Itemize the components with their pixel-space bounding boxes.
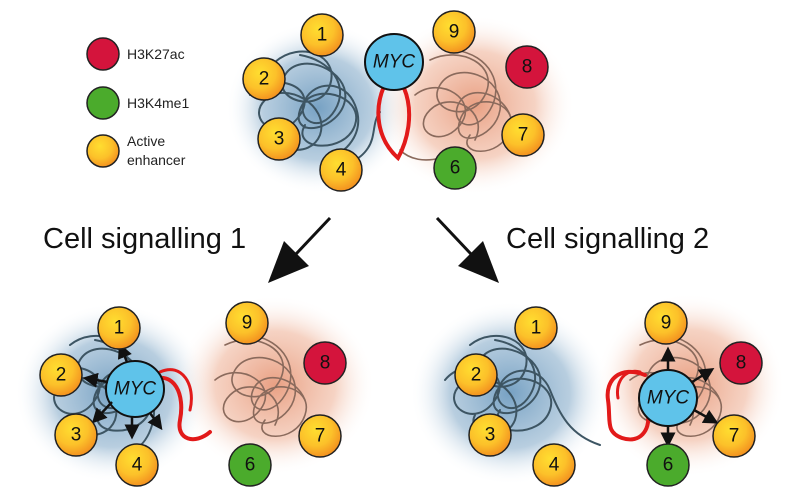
node-bl-3: 3	[54, 413, 98, 457]
myc-loop-bl	[148, 375, 212, 442]
legend: H3K27ac H3K4me1 Active enhancer	[86, 37, 189, 168]
legend-h3k4me1-dot	[86, 86, 120, 120]
node-br-9: 9	[644, 301, 688, 345]
svg-text:6: 6	[663, 455, 674, 476]
node-top-7: 7	[501, 113, 545, 157]
svg-text:4: 4	[336, 160, 347, 181]
myc-loop-top	[376, 80, 412, 162]
node-br-6: 6	[646, 443, 690, 487]
node-top-1: 1	[300, 13, 344, 57]
node-br-7: 7	[712, 414, 756, 458]
legend-h3k27ac-label: H3K27ac	[127, 46, 185, 62]
legend-active-label-line1: Active	[127, 133, 165, 149]
node-top-3: 3	[257, 117, 301, 161]
signal-label-2: Cell signalling 2	[506, 223, 709, 255]
tad-right-domain-bl	[175, 295, 375, 475]
legend-active-enhancer-dot	[86, 134, 120, 168]
svg-text:7: 7	[518, 125, 529, 146]
svg-text:2: 2	[471, 365, 482, 386]
svg-text:8: 8	[522, 57, 533, 78]
svg-text:4: 4	[132, 455, 143, 476]
myc-gene-top: MYC	[364, 33, 424, 91]
panel-top: MYC 1 2 3 4 9 8 7 6	[226, 10, 575, 195]
node-top-6: 6	[433, 146, 477, 190]
myc-label-bl: MYC	[114, 379, 157, 400]
svg-text:8: 8	[736, 353, 747, 374]
svg-text:3: 3	[71, 425, 82, 446]
myc-label-br: MYC	[647, 388, 690, 409]
node-bl-6: 6	[228, 443, 272, 487]
svg-text:1: 1	[531, 318, 542, 339]
svg-text:6: 6	[450, 158, 461, 179]
signal-label-1: Cell signalling 1	[43, 223, 246, 255]
contact-arrows-br	[660, 346, 719, 448]
node-bl-8: 8	[303, 341, 347, 385]
svg-text:4: 4	[549, 455, 560, 476]
node-top-2: 2	[242, 57, 286, 101]
myc-gene-bl: MYC	[105, 360, 165, 418]
node-br-2: 2	[454, 353, 498, 397]
panel-bottom-left: MYC 1 2 3 4 9 8 7 6	[15, 295, 375, 487]
chromatin-fiber-right-bl	[214, 334, 308, 437]
signal-arrow-2	[435, 216, 499, 283]
legend-active-label-line2: enhancer	[127, 152, 186, 168]
legend-h3k4me1-label: H3K4me1	[127, 95, 189, 111]
node-bl-4: 4	[115, 443, 159, 487]
signal-arrow-1	[268, 216, 332, 283]
svg-text:7: 7	[729, 426, 740, 447]
contact-arrows-bl	[82, 343, 163, 440]
svg-text:1: 1	[317, 25, 328, 46]
svg-text:8: 8	[320, 353, 331, 374]
svg-text:1: 1	[114, 318, 125, 339]
legend-h3k27ac-dot	[86, 37, 120, 71]
node-bl-1: 1	[97, 306, 141, 350]
node-top-4: 4	[319, 148, 363, 192]
svg-text:2: 2	[56, 365, 67, 386]
node-br-4: 4	[532, 443, 576, 487]
node-br-3: 3	[468, 413, 512, 457]
node-bl-9: 9	[225, 301, 269, 345]
node-br-1: 1	[514, 306, 558, 350]
svg-text:7: 7	[315, 426, 326, 447]
node-bl-2: 2	[39, 353, 83, 397]
svg-text:9: 9	[661, 313, 672, 334]
svg-text:2: 2	[259, 69, 270, 90]
node-br-8: 8	[719, 341, 763, 385]
myc-gene-br: MYC	[638, 369, 698, 427]
svg-text:9: 9	[242, 313, 253, 334]
myc-loop-br	[605, 369, 651, 442]
node-top-9: 9	[432, 10, 476, 54]
node-bl-7: 7	[298, 414, 342, 458]
node-top-8: 8	[505, 45, 549, 89]
svg-text:3: 3	[274, 129, 285, 150]
svg-text:6: 6	[245, 455, 256, 476]
panel-bottom-right: MYC 1 2 3 4 9 8 7 6	[410, 293, 785, 487]
svg-text:9: 9	[449, 22, 460, 43]
myc-label: MYC	[373, 52, 416, 73]
svg-text:3: 3	[485, 425, 496, 446]
